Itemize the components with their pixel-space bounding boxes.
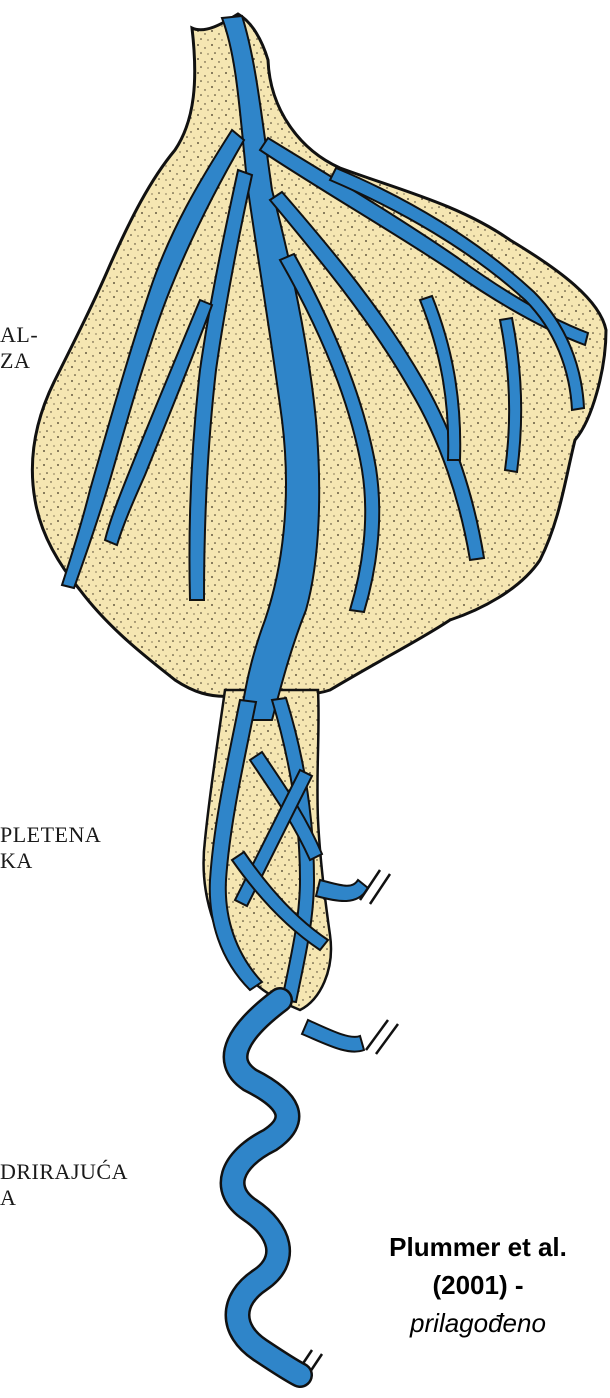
alluvial-fan-body	[32, 14, 606, 696]
label-meandering-river-line1: DRIRAJUĆA	[0, 1159, 128, 1185]
label-alluvial-fan-line2: ZA	[0, 348, 38, 374]
citation-authors: Plummer et al.	[346, 1228, 610, 1266]
label-braided-river-line2: KA	[0, 848, 101, 874]
label-meandering-river: DRIRAJUĆA A	[0, 1159, 128, 1211]
label-alluvial-fan: AL- ZA	[0, 322, 38, 374]
label-meandering-river-line2: A	[0, 1185, 128, 1211]
side-branch-2	[302, 1020, 364, 1052]
label-braided-river-line1: PLETENA	[0, 822, 101, 848]
citation-note: prilagođeno	[346, 1304, 610, 1342]
meandering-channel-water	[233, 1000, 300, 1375]
citation-year: (2001) -	[346, 1266, 610, 1304]
label-braided-river: PLETENA KA	[0, 822, 101, 874]
citation: Plummer et al. (2001) - prilagođeno	[346, 1228, 610, 1342]
label-alluvial-fan-line1: AL-	[0, 322, 38, 348]
